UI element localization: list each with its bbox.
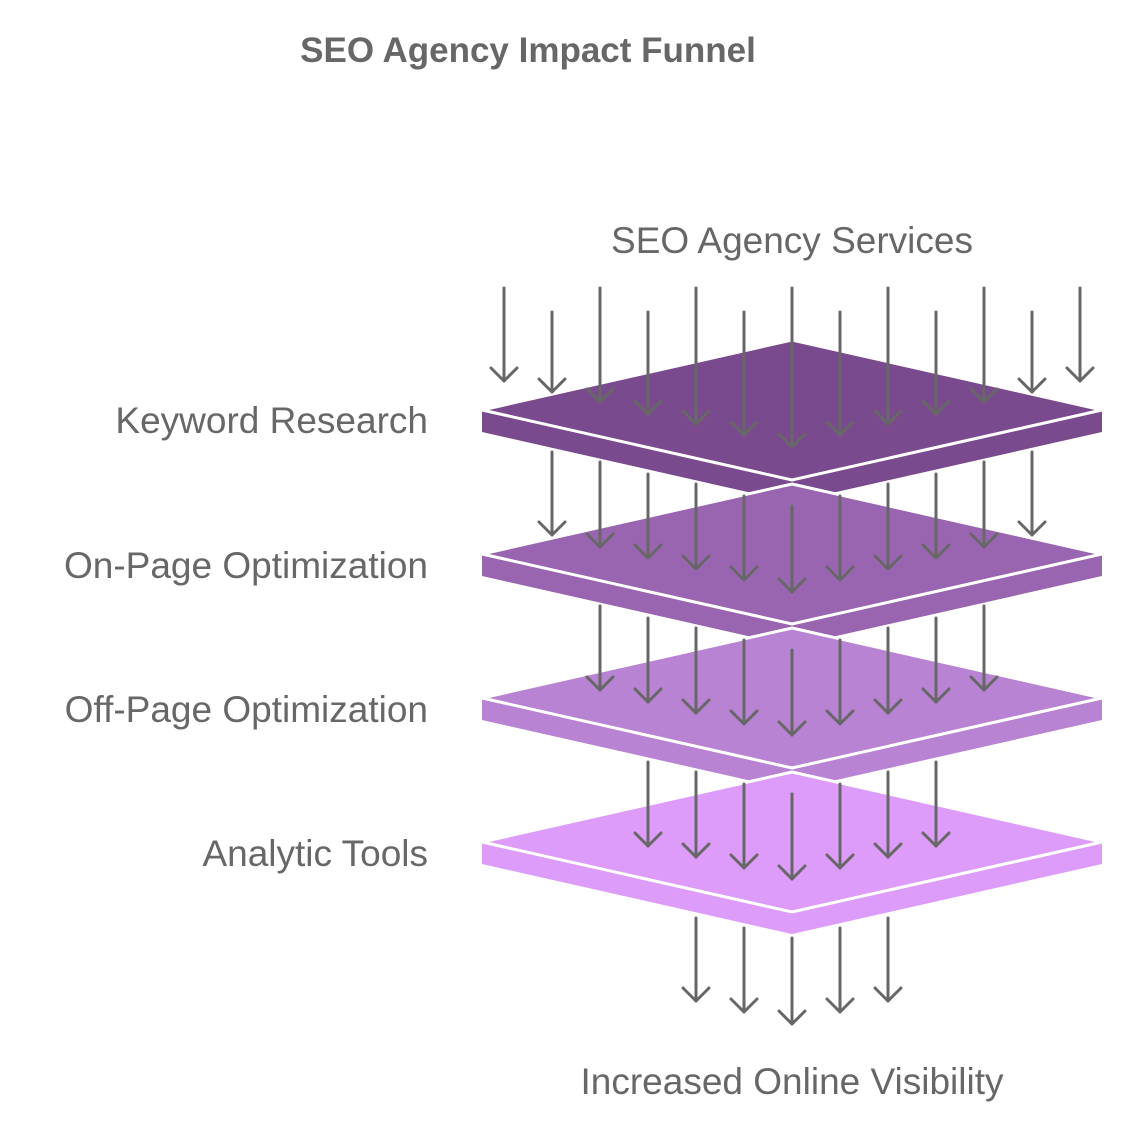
flow-arrow: [681, 482, 711, 571]
flow-arrow: [1017, 310, 1047, 394]
flow-arrow: [729, 926, 759, 1014]
flow-arrow: [873, 482, 903, 571]
flow-arrow: [729, 638, 759, 726]
layer-label-keyword-research: Keyword Research: [115, 400, 428, 441]
flow-arrow: [633, 472, 663, 560]
flow-arrow: [825, 494, 855, 582]
flow-arrow: [537, 450, 567, 537]
flow-arrow: [681, 286, 711, 426]
flow-arrow: [777, 286, 807, 449]
flow-arrow: [969, 286, 999, 404]
flow-arrow: [1065, 286, 1095, 383]
flow-arrow: [777, 936, 807, 1026]
flow-arrow: [873, 626, 903, 715]
flow-arrows: [489, 286, 1095, 1026]
input-label: SEO Agency Services: [611, 220, 973, 261]
layer-label-on-page-optimization: On-Page Optimization: [64, 545, 428, 586]
flow-arrow: [873, 770, 903, 859]
flow-arrow: [633, 310, 663, 416]
flow-arrow: [921, 472, 951, 560]
flow-arrow: [825, 310, 855, 437]
flow-arrow: [969, 460, 999, 549]
flow-arrow: [681, 770, 711, 859]
flow-arrow: [825, 782, 855, 870]
flow-arrow: [729, 494, 759, 582]
flow-arrow: [777, 504, 807, 594]
flow-arrow: [921, 616, 951, 704]
flow-arrow: [825, 926, 855, 1014]
flow-arrow: [729, 310, 759, 437]
flow-arrow: [489, 286, 519, 383]
flow-arrow: [585, 286, 615, 404]
flow-arrow: [681, 626, 711, 715]
flow-arrow: [777, 648, 807, 737]
flow-arrow: [777, 792, 807, 881]
flow-arrow: [681, 916, 711, 1003]
flow-arrow: [825, 638, 855, 726]
flow-arrow: [921, 760, 951, 848]
flow-arrow: [1017, 450, 1047, 537]
flow-arrow: [921, 310, 951, 416]
flow-arrow: [585, 460, 615, 549]
flow-arrow: [633, 760, 663, 848]
funnel-layers: [481, 338, 1103, 934]
layer-side-analytic-tools: [482, 842, 1102, 934]
flow-arrow: [537, 310, 567, 394]
layer-label-analytic-tools: Analytic Tools: [202, 833, 428, 874]
layer-label-off-page-optimization: Off-Page Optimization: [65, 689, 428, 730]
flow-arrow: [729, 782, 759, 870]
layer-labels: Keyword Research On-Page Optimization Of…: [64, 400, 428, 874]
diagram-title: SEO Agency Impact Funnel: [300, 31, 756, 70]
flow-arrow: [633, 616, 663, 704]
flow-arrow: [873, 916, 903, 1003]
flow-arrow: [585, 604, 615, 692]
output-label: Increased Online Visibility: [581, 1061, 1004, 1102]
flow-arrow: [969, 604, 999, 692]
flow-arrow: [873, 286, 903, 426]
